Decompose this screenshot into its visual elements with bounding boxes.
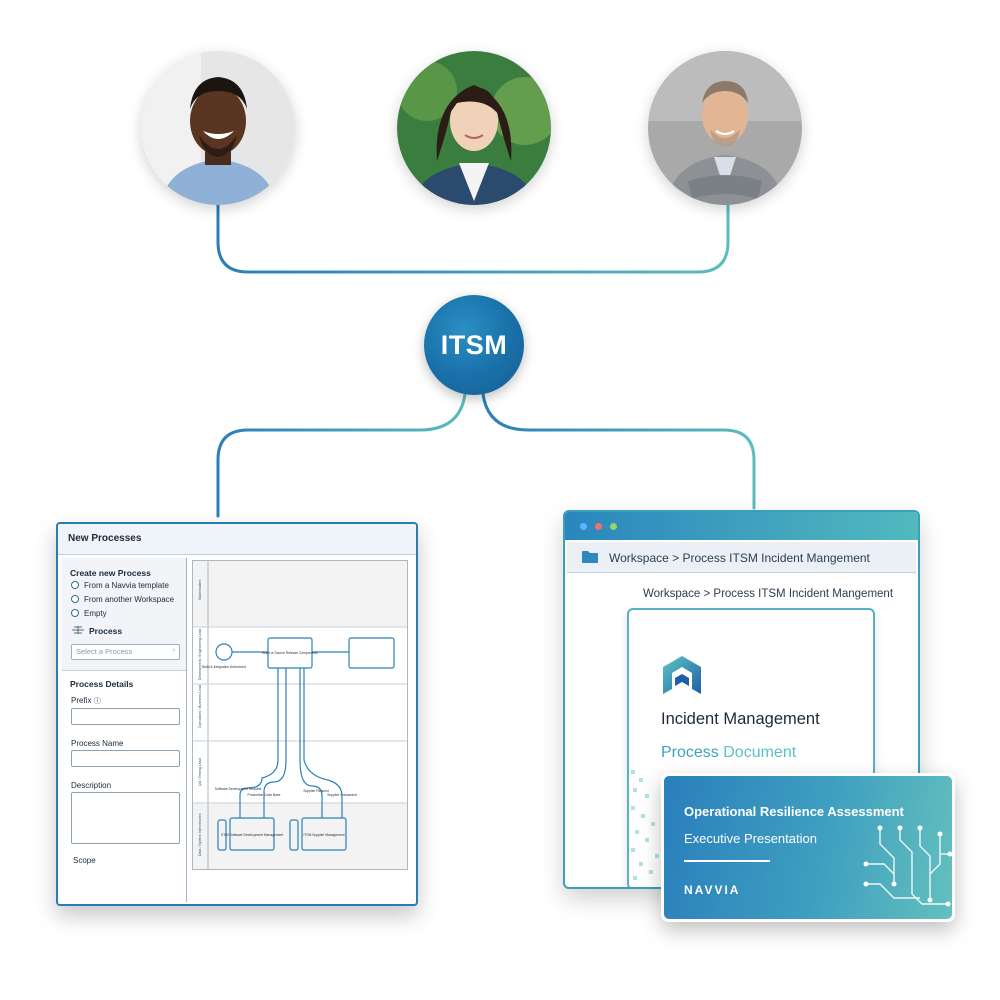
option-label: Empty (84, 609, 107, 618)
radio-empty[interactable] (71, 609, 79, 617)
description-textarea[interactable] (71, 792, 180, 844)
lane-label: Development / Engineering Lead (198, 629, 202, 680)
radio-another-workspace[interactable] (71, 595, 79, 603)
document-subtitle: Process Document (661, 744, 796, 762)
input-label: Production Code Base (248, 793, 281, 797)
description-label: Description (71, 781, 112, 790)
process-form-panel: Create new Process From a Navvia templat… (62, 558, 187, 902)
window-dot-icon[interactable] (595, 523, 602, 530)
person-photo-icon (648, 51, 802, 205)
window-title-bar: New Processes (58, 524, 416, 555)
person-photo-icon (141, 51, 295, 205)
hub-label: ITSM (440, 329, 508, 360)
details-heading: Process Details (70, 679, 134, 689)
card-brand-logo: NAVVIA (684, 883, 741, 897)
task-label: Build or Source Release Components (262, 651, 318, 655)
navvia-logo-icon (663, 656, 701, 694)
prefix-input[interactable] (71, 708, 180, 725)
address-path: Workspace > Process ITSM Incident Mangem… (609, 551, 870, 565)
window-title-bar (565, 512, 918, 540)
lane-label: Data / System Interviewees (198, 813, 202, 856)
prefix-label-text: Prefix (71, 696, 92, 705)
process-swimlane-diagram: Stakeholders Development / Engineering L… (192, 560, 408, 870)
process-name-label: Process Name (71, 739, 124, 748)
radio-navvia-template[interactable] (71, 581, 79, 589)
card-subtitle: Executive Presentation (684, 831, 817, 846)
lane-label: Stakeholders (198, 579, 202, 600)
avatar-person-1 (141, 51, 295, 205)
process-flow-icon (72, 626, 84, 634)
document-subtitle-word: Process (661, 744, 719, 761)
lane-label: QA / Testing Lead (198, 758, 202, 786)
card-title: Operational Resilience Assessment (684, 804, 904, 819)
folder-icon (582, 551, 598, 563)
card-divider (684, 860, 770, 862)
option-label: From a Navvia template (84, 581, 169, 590)
subprocess-label: ITSM Supplier Management (303, 833, 344, 837)
pixel-pattern-decoration (631, 770, 659, 880)
document-title: Incident Management (661, 710, 820, 728)
process-name-input[interactable] (71, 750, 180, 767)
circuit-decoration-icon (863, 825, 952, 907)
select-process-dropdown[interactable]: Select a Process › (71, 644, 180, 660)
address-bar[interactable]: Workspace > Process ITSM Incident Mangem… (567, 542, 916, 573)
input-label: Software Development Request (215, 787, 262, 791)
presentation-card[interactable]: Operational Resilience Assessment Execut… (661, 773, 955, 922)
input-label: Supplier Request (303, 789, 328, 793)
chevron-right-icon: › (172, 647, 175, 654)
process-label: Process (89, 626, 123, 636)
lane-label: Operations / Business Lead (198, 685, 202, 728)
scope-label: Scope (73, 856, 96, 865)
breadcrumb: Workspace > Process ITSM Incident Mangem… (643, 588, 894, 600)
prefix-label: Prefix ⓘ (71, 696, 101, 706)
info-icon: ⓘ (93, 698, 101, 705)
option-label: From another Workspace (84, 595, 175, 604)
select-placeholder: Select a Process (76, 647, 133, 656)
create-process-section: Create new Process From a Navvia templat… (62, 558, 186, 671)
input-label: Supplier Onboarded (327, 793, 357, 797)
avatar-person-3 (648, 51, 802, 205)
document-subtitle-word: Document (723, 744, 797, 761)
person-photo-icon (397, 51, 551, 205)
window-dot-icon[interactable] (610, 523, 617, 530)
window-title: New Processes (68, 533, 142, 544)
itsm-hub: ITSM (424, 295, 524, 395)
start-event-label: Build & Integration Authorized (202, 665, 246, 669)
subprocess-label: ITSM Software Development Management (221, 833, 283, 837)
new-processes-window: New Processes Create new Process From a … (56, 522, 418, 906)
create-heading: Create new Process (70, 568, 151, 578)
window-dot-icon[interactable] (580, 523, 587, 530)
avatar-person-2 (397, 51, 551, 205)
